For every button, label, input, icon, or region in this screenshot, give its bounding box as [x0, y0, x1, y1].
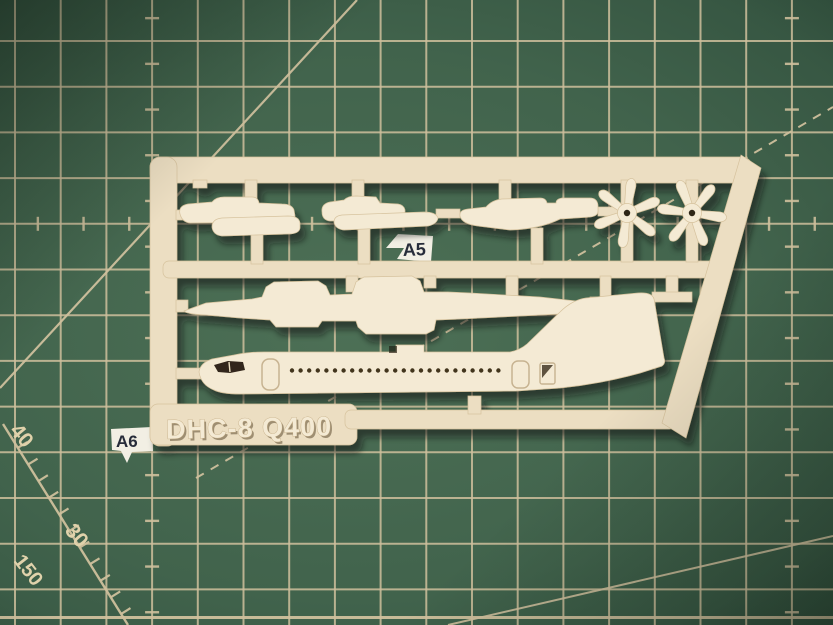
mat-angle-ruler: 40 30 150: [1, 419, 132, 625]
frame-bottom-rail-thin: [344, 409, 676, 430]
ruler-label-40: 40: [5, 419, 38, 452]
mat-flag-a6: A6: [111, 427, 153, 463]
sprue-frame: DHC-8 Q400 DHC-8 Q400: [149, 154, 762, 447]
diagonal-shallow-line: [447, 535, 833, 625]
flag-a5-label: A5: [402, 239, 426, 260]
propeller-left-hub-hole: [623, 209, 631, 217]
flag-a6-label: A6: [116, 432, 138, 451]
propeller-right-hub-hole: [688, 209, 696, 217]
nacelle-middle-lower: [333, 211, 439, 231]
mat-flag-a5: A5: [386, 234, 433, 262]
wing-slot-shadow: [389, 346, 397, 353]
diagonal-45-line: [0, 0, 358, 389]
cockpit-window-divider: [228, 361, 231, 373]
wing-part: [183, 275, 596, 335]
frame-middle-rail: [162, 260, 723, 279]
nacelle-left-lower: [211, 215, 301, 237]
nacelle-right: [459, 197, 599, 231]
ruler-line: [1, 423, 130, 625]
frame-top-rail: [149, 156, 753, 184]
embossed-kit-label: DHC-8 Q400 DHC-8 Q400: [165, 411, 334, 447]
frame-left-rail: [149, 156, 178, 447]
embossed-label: DHC-8 Q400: [166, 411, 333, 444]
